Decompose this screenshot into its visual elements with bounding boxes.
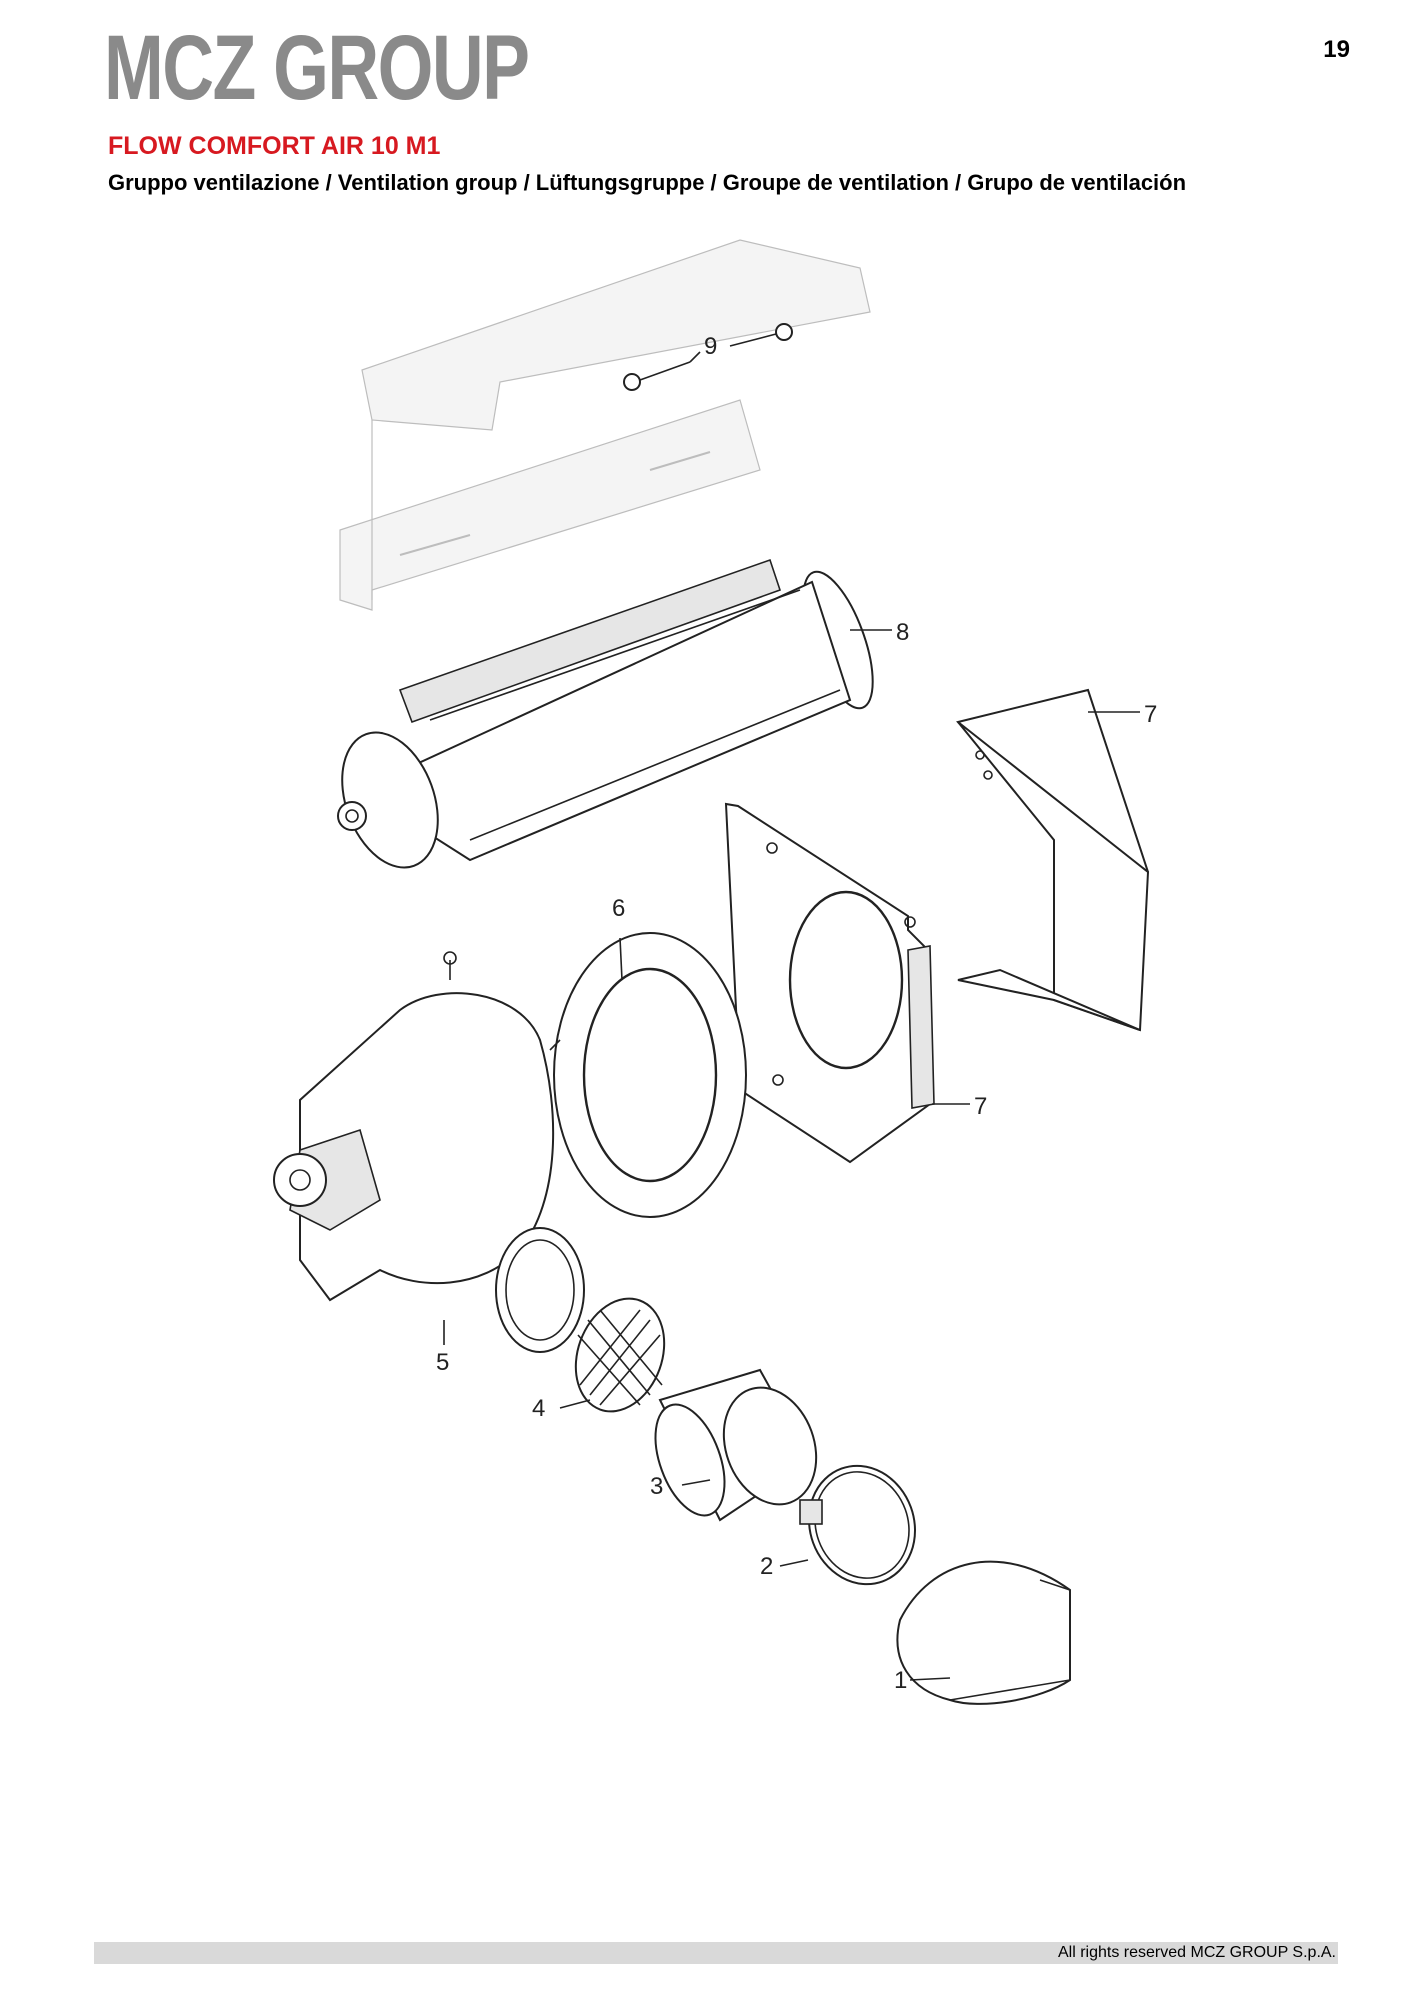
leader-lines	[443, 351, 1140, 1681]
callout-3: 3	[650, 1473, 663, 1500]
part-2-clamp	[799, 1464, 916, 1586]
callout-9: 9	[704, 333, 717, 360]
part-5-blower-motor	[273, 951, 585, 1353]
part-9-screws	[623, 323, 793, 391]
upper-bracket-context	[339, 239, 871, 611]
mcz-group-logo: MCZ GROUP	[104, 17, 530, 119]
callout-8: 8	[896, 619, 909, 646]
part-3-sleeve	[654, 1368, 818, 1522]
footer-bar	[94, 1942, 1338, 1964]
callout-7-lower: 7	[974, 1093, 987, 1120]
callout-5: 5	[436, 1349, 449, 1376]
callout-7-upper: 7	[1144, 701, 1157, 728]
part-7-deflector-upper	[956, 688, 1150, 1032]
part-7-mounting-plate	[724, 802, 935, 1164]
part-1-terminal	[896, 1560, 1071, 1705]
callout-4: 4	[532, 1395, 545, 1422]
model-title: FLOW COMFORT AIR 10 M1	[108, 132, 441, 160]
part-8-tangential-fan	[337, 558, 874, 869]
callout-1: 1	[894, 1667, 907, 1694]
page-number: 19	[1323, 36, 1350, 63]
part-6-gasket	[553, 932, 747, 1218]
callout-6: 6	[612, 895, 625, 922]
footer-copyright: All rights reserved MCZ GROUP S.p.A.	[1058, 1944, 1336, 1961]
part-4-grille	[574, 1297, 666, 1413]
callout-2: 2	[760, 1553, 773, 1580]
section-subtitle: Gruppo ventilazione / Ventilation group …	[108, 170, 1187, 195]
